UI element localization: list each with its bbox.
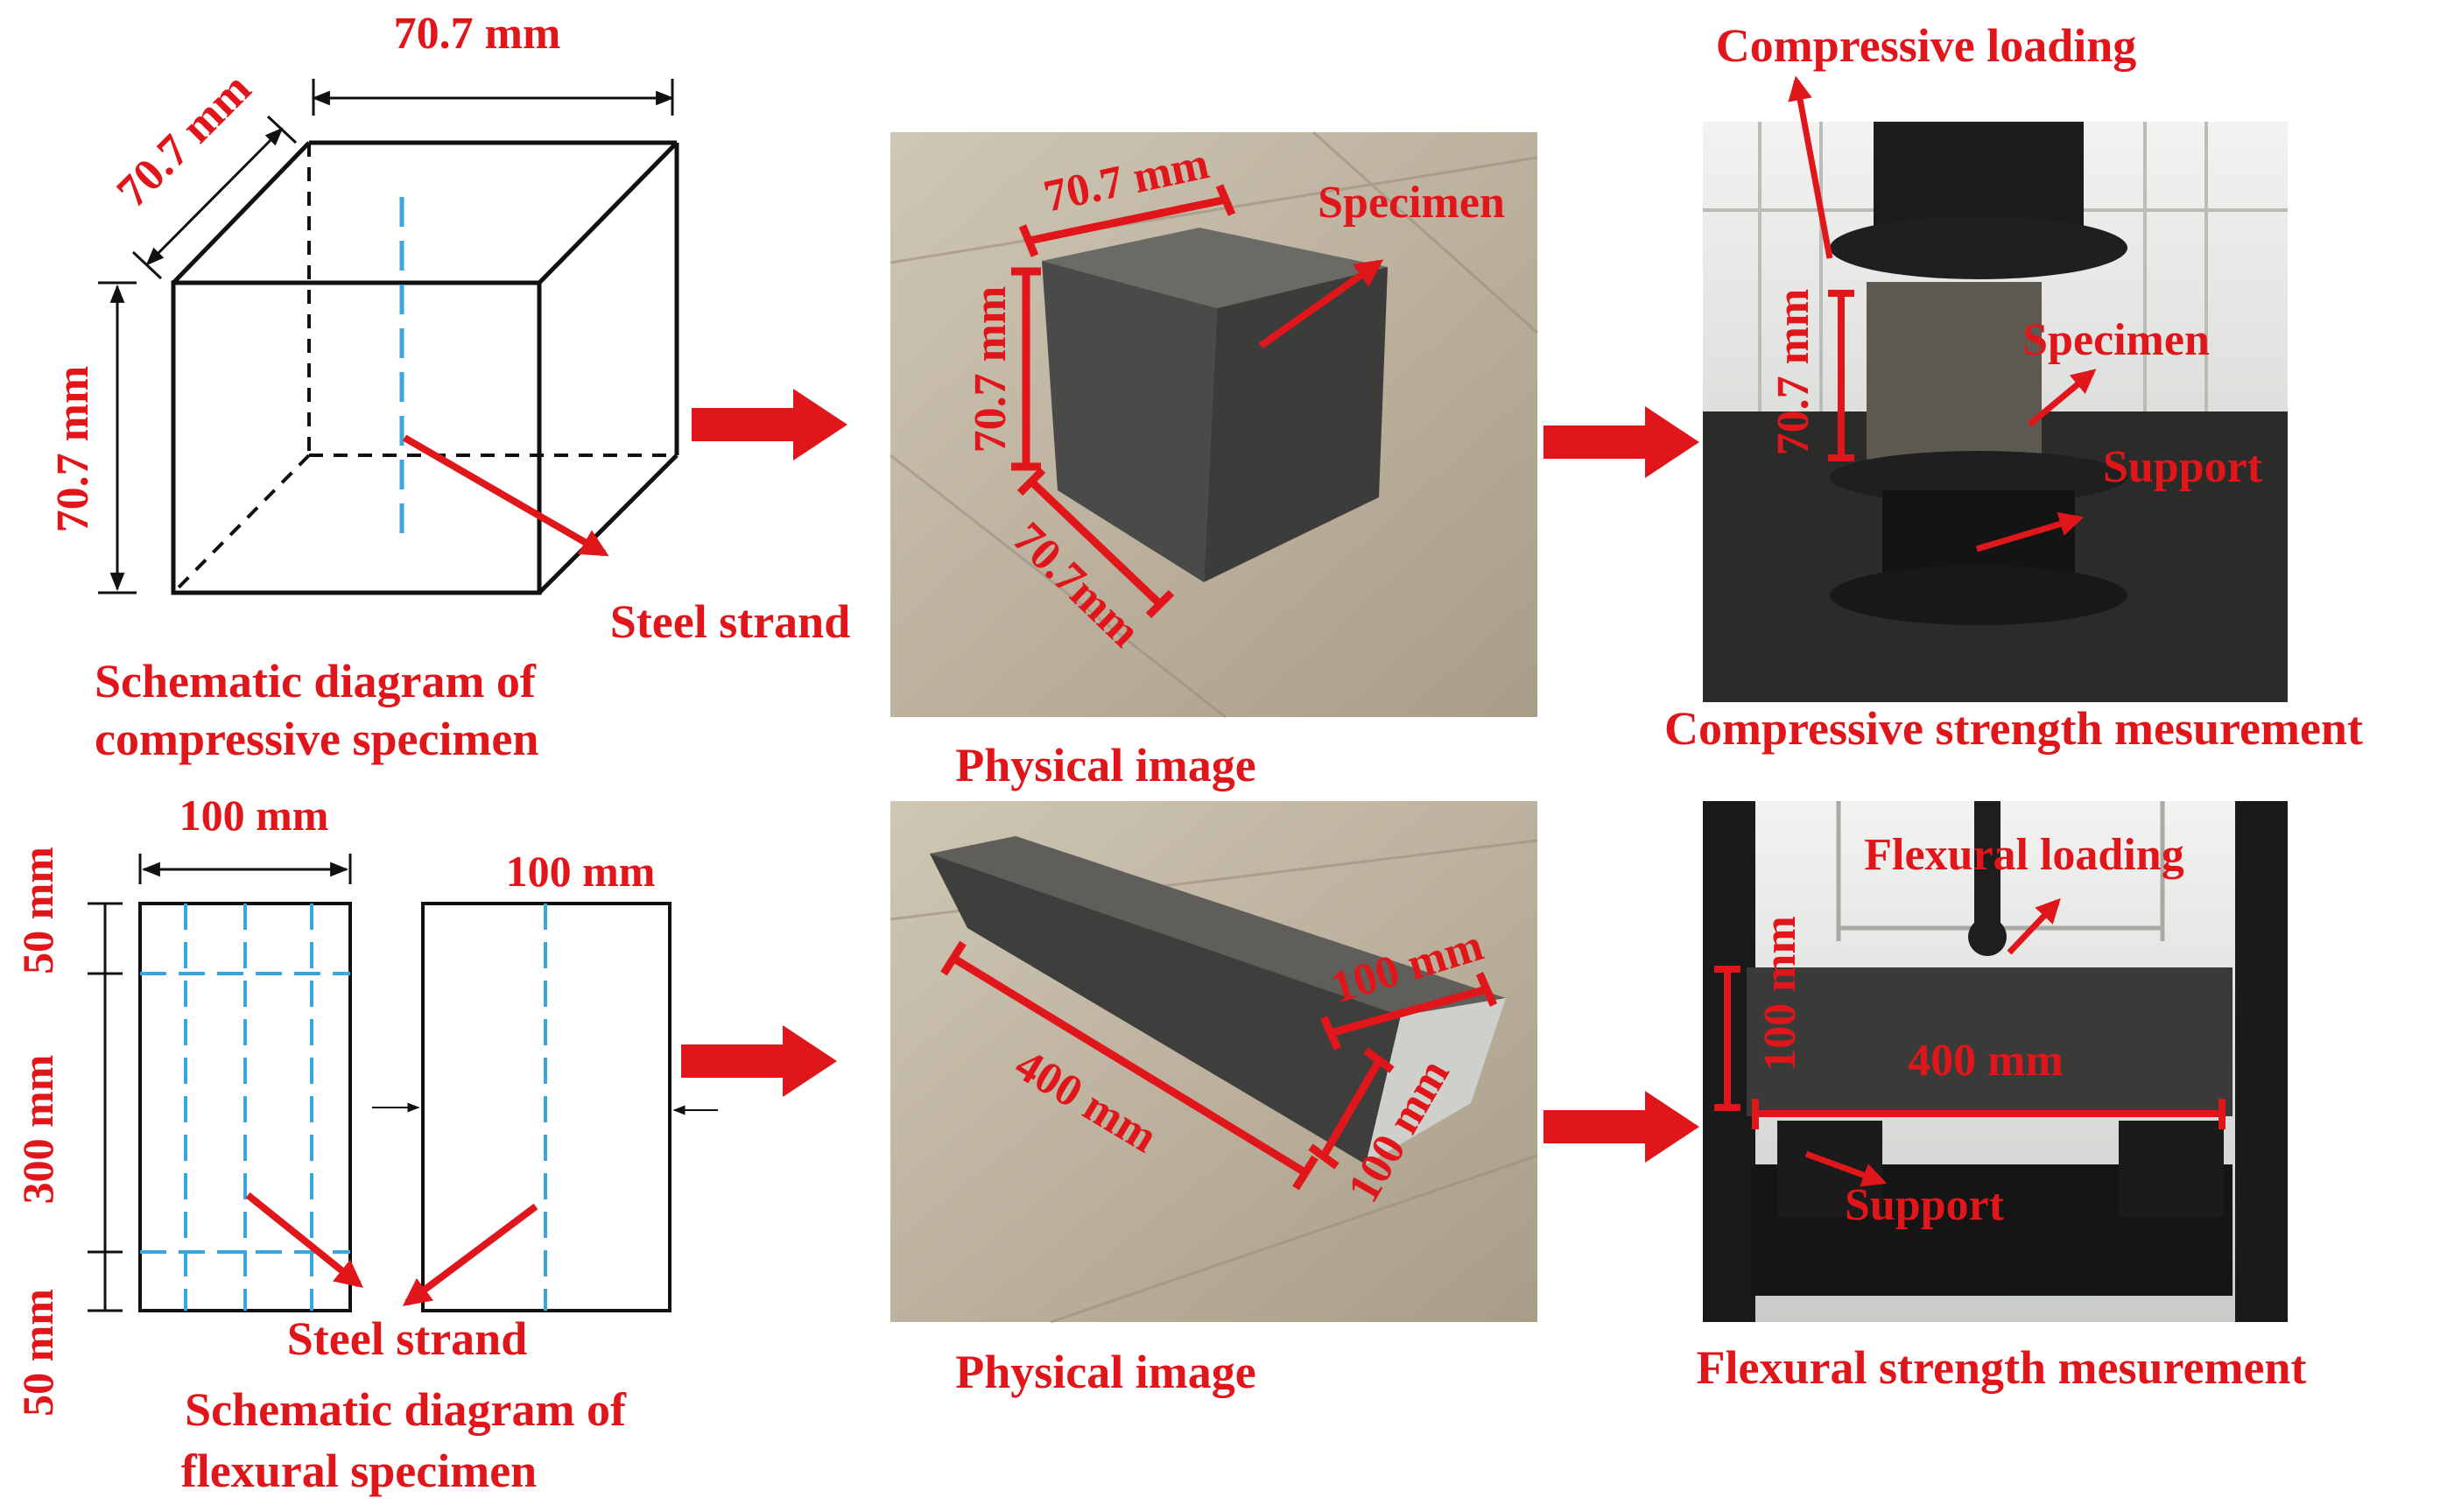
steel-strand-label-2: Steel strand [287,1312,527,1365]
dim-label-seg-mid: 300 mm [13,1055,62,1205]
compressive-loading-label: Compressive loading [1716,19,2137,72]
flexural-photo-caption: Physical image [955,1346,1255,1398]
support-pointer-arrow [1975,512,2085,552]
cube-hidden-edges [172,143,677,594]
dim-label-seg-bottom: 50 mm [13,1289,62,1417]
photo-dim-left: 70.7 mm [966,286,1016,454]
strand-pointer-arrow [402,434,609,557]
loading-rod [1974,801,2001,924]
loading-pointer-arrow [1788,75,1833,259]
steel-strand-label: Steel strand [610,595,850,648]
compressive-photo-caption: Physical image [955,739,1255,791]
specimen-label: Specimen [1318,178,1505,228]
flex-support-label: Support [1845,1180,2005,1230]
compressive-photo: 70.7 mm 70.7 mm 70.7mm Specimen [890,130,1539,719]
flexural-schematic: 100 mm 100 mm 50 mm 300 mm 50 mm Steel s… [13,791,718,1497]
specimen-pointer-arrow [1258,259,1384,349]
test-specimen-label: Specimen [2022,315,2210,365]
compressive-test-caption: Compressive strength mesurement [1664,702,2363,755]
upper-platen-stack [1874,122,2084,227]
flexural-test-caption: Flexural strength mesurement [1697,1341,2307,1394]
flex-dim-height: 100 mm [1755,916,1805,1072]
dim-label-top: 70.7 mm [394,9,561,59]
loading-nose [1968,918,2007,956]
flow-arrow-1 [692,389,847,461]
flex-loading-arrow [2007,897,2061,955]
test-specimen [1867,282,2042,461]
specimen-pointer-arrow-2 [2027,369,2097,427]
concrete-cube [1042,228,1388,582]
strand-pointer-right [402,1203,538,1306]
dim-label-seg-top: 50 mm [13,847,62,974]
photo-dim-bars [1011,184,1236,619]
flexural-test-photo: Flexural loading 100 mm 400 mm Support [1703,801,2288,1322]
flow-arrow-2 [1543,406,1699,478]
beam-dim-bars [940,940,1498,1191]
flex-beam-specimen [1747,967,2233,1116]
flex-dim-bars [1714,966,2226,1129]
support-flange [1830,566,2127,625]
flex-support-arrow [1804,1150,1888,1187]
test-dim-label: 70.7 mm [1768,289,1818,456]
flow-arrow-3 [681,1025,837,1097]
test-dim-bar [1828,290,1854,461]
compressive-schematic: 70.7 mm 70.7 mm 70.7 mm Steel strand Sch… [48,9,850,765]
floor-texture [890,130,1539,719]
flex-loading-label: Flexural loading [1864,830,2183,880]
dim-line-side [145,127,284,266]
dim-label-width-top: 100 mm [179,791,329,840]
flex-support-right [2119,1121,2224,1217]
test-support-label: Support [2103,442,2263,492]
window-bars [1703,122,2288,411]
flex-dim-length: 400 mm [1908,1036,2064,1086]
dim-label-width-side: 100 mm [506,847,656,896]
caption-line-2: compressive specimen [95,713,538,765]
flow-arrow-4 [1543,1091,1699,1163]
caption-line-1: Schematic diagram of [95,655,537,707]
dim-label-left: 70.7 mm [48,366,98,533]
dim-label-side: 70.7 mm [108,64,261,217]
caption-line-2-flex: flexural specimen [181,1445,537,1497]
flexural-photo: 400 mm 100 mm 100 mm [890,801,1538,1324]
upper-platen [1830,216,2127,279]
caption-line-1-flex: Schematic diagram of [185,1383,627,1436]
cube-outline [171,140,679,595]
concrete-beam [930,836,1506,1164]
strand-pointer-left [245,1192,363,1289]
compressive-test-photo: 70.7 mm Specimen Support [1703,75,2288,702]
flex-frame-right [2235,801,2288,1322]
